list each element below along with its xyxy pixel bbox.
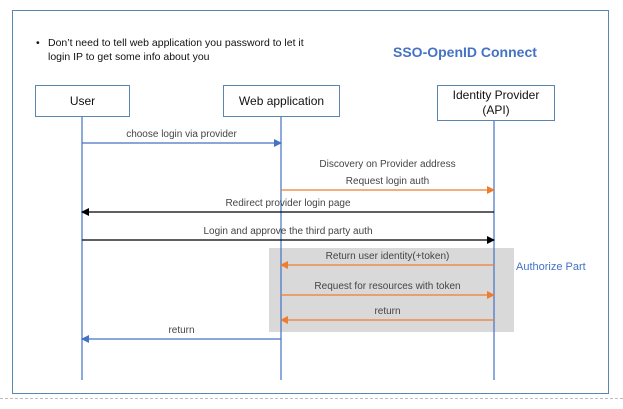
note-text: Don’t need to tell web application you p…	[48, 37, 304, 63]
note-item: • Don’t need to tell web application you…	[36, 36, 326, 64]
authorize-part-label: Authorize Part	[516, 261, 586, 273]
message-label: Return user identity(+token)	[325, 251, 450, 262]
diagram-title: SSO-OpenID Connect	[393, 44, 537, 60]
actor-name: User	[69, 93, 96, 108]
actor-identity-provider-box: Identity Provider (API)	[437, 85, 555, 121]
message-label: return	[168, 325, 195, 336]
message-label: Request for resources with token	[314, 281, 461, 292]
actor-name: Web application	[238, 93, 325, 108]
page-bottom-rule	[0, 398, 623, 399]
actor-name: Identity Provider	[452, 88, 540, 102]
authorize-part-highlight	[269, 248, 514, 332]
message-label: Discovery on Provider address	[319, 159, 456, 170]
bullet-icon: •	[36, 37, 40, 49]
actor-subtitle: (API)	[482, 103, 510, 117]
actor-web-application-box: Web application	[223, 85, 340, 117]
message-label: Login and approve the third party auth	[203, 226, 373, 237]
note: • Don’t need to tell web application you…	[36, 36, 326, 64]
actor-user-box: User	[35, 85, 130, 117]
message-label: choose login via provider	[126, 129, 237, 140]
message-label: return	[374, 306, 401, 317]
message-label: Redirect provider login page	[225, 198, 351, 209]
message-label: Request login auth	[345, 176, 430, 187]
